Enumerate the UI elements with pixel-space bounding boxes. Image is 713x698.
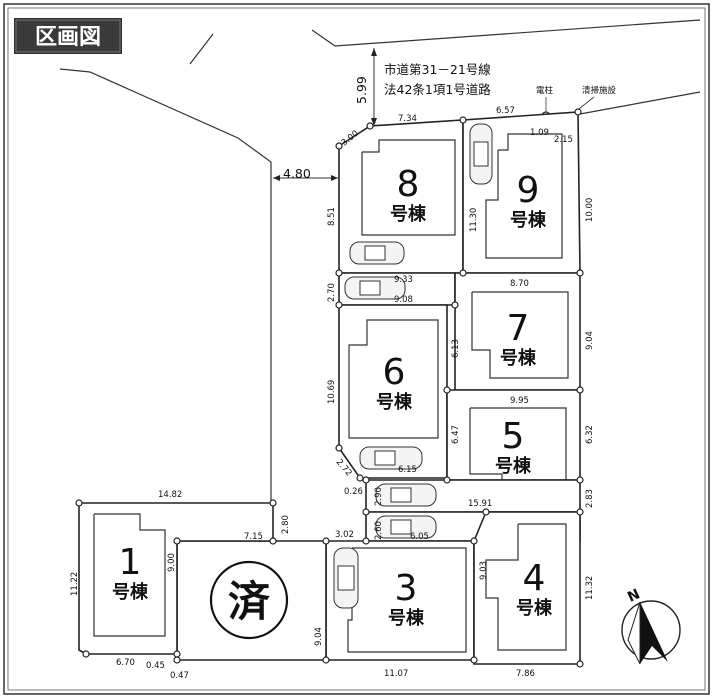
road-name-2: 法42条1項1号道路 (384, 82, 491, 97)
dim-label: 6.13 (451, 339, 461, 358)
sold-mark: 済 (228, 577, 271, 626)
car-icon (359, 446, 423, 470)
dim-label: 0.26 (344, 487, 363, 497)
dim-label: 0.45 (146, 661, 165, 671)
dim-label: 11.32 (585, 576, 595, 600)
dim-label: 8.70 (510, 279, 529, 289)
compass: N (621, 586, 681, 665)
north-arrow-icon (640, 602, 668, 664)
lot-7-suffix: 号棟 (500, 347, 537, 369)
lot-8-suffix: 号棟 (390, 203, 427, 225)
frame (3, 3, 710, 695)
driveway-strip (338, 272, 456, 306)
car-icon (375, 515, 437, 539)
dim-label: 2.83 (585, 489, 595, 508)
cleaning-label: 清掃施設 (582, 85, 617, 96)
pole-label: 電柱 (536, 85, 554, 96)
lot-1-number: 1 (119, 542, 142, 583)
dim-label: 2.90 (374, 487, 384, 506)
lot-3-suffix: 号棟 (388, 607, 425, 629)
dim-label: 6.05 (410, 532, 429, 542)
dim-label: 9.04 (585, 331, 595, 350)
lot-9-suffix: 号棟 (510, 209, 547, 231)
dim-label: 11.22 (70, 572, 80, 596)
lot-6 (338, 304, 448, 479)
car-icon (333, 547, 359, 609)
lot-1-suffix: 号棟 (112, 581, 149, 603)
dim-label: 10.00 (585, 198, 595, 222)
dim-label: 7.34 (398, 114, 417, 124)
dim-label: 9.95 (510, 396, 529, 406)
arrow-right (331, 175, 338, 181)
sold-stamp: 済 (209, 560, 289, 640)
dim-label: 1.09 (530, 128, 549, 138)
dim-label: 0.47 (170, 671, 189, 681)
inner-frame (7, 7, 706, 691)
lot-1 (78, 502, 274, 655)
lot-4-suffix: 号棟 (516, 597, 553, 619)
dim-label: 2.15 (554, 135, 573, 145)
dim-label: 15.91 (468, 499, 492, 509)
road-width: 5.99 (354, 76, 369, 104)
lot-3-number: 3 (395, 568, 418, 609)
title-badge: 区画図 (14, 18, 122, 54)
dim-label: 10.69 (327, 380, 337, 404)
lot-8-number: 8 (397, 164, 420, 205)
car-icon (469, 123, 493, 185)
dim-label: 2.70 (327, 283, 337, 302)
lot-6-number: 6 (383, 352, 406, 393)
lot-5-suffix: 号棟 (495, 455, 532, 477)
dim-label: 6.57 (496, 106, 515, 116)
dim-label: 11.30 (469, 208, 479, 232)
dim-label: 9.03 (479, 561, 489, 580)
lot-6-suffix: 号棟 (376, 391, 413, 413)
lot-9-number: 9 (517, 170, 540, 211)
lot-4-number: 4 (523, 558, 546, 599)
arrow-up (371, 48, 377, 56)
dim-label: 7.15 (244, 532, 263, 542)
lot-5-number: 5 (502, 416, 525, 457)
dim-label: 2.80 (281, 515, 291, 534)
page-title: 区画図 (35, 25, 101, 50)
dim-label: 6.32 (585, 425, 595, 444)
lot-7-number: 7 (507, 308, 530, 349)
access-strip-upper (365, 479, 581, 513)
dim-label: 6.15 (398, 465, 417, 475)
dim-label: 2.60 (374, 521, 384, 540)
car-icon (349, 241, 405, 265)
dim-label: 6.70 (116, 658, 135, 668)
dim-label: 9.08 (394, 295, 413, 305)
car-icon (375, 483, 437, 507)
dim-label: 11.07 (384, 669, 408, 679)
dim-label: 6.47 (451, 425, 461, 444)
dim-label: 9.00 (167, 553, 177, 572)
dim-label: 8.51 (327, 207, 337, 226)
dim-label: 7.86 (516, 669, 535, 679)
dim-label: 9.33 (394, 275, 413, 285)
lot-8 (338, 119, 464, 274)
road-edges (59, 19, 701, 505)
lot-4 (473, 511, 581, 665)
arrow-down (371, 118, 377, 126)
road-name-1: 市道第31－21号線 (384, 62, 491, 77)
arrow-left (273, 175, 280, 181)
dim-label: 3.02 (335, 530, 354, 540)
car-icon (344, 276, 406, 300)
dim-label: 9.04 (314, 627, 324, 646)
side-road-width: 4.80 (283, 166, 311, 181)
dim-label: 14.82 (158, 490, 182, 500)
vertex-dots (75, 108, 584, 668)
lot-9 (462, 111, 581, 274)
